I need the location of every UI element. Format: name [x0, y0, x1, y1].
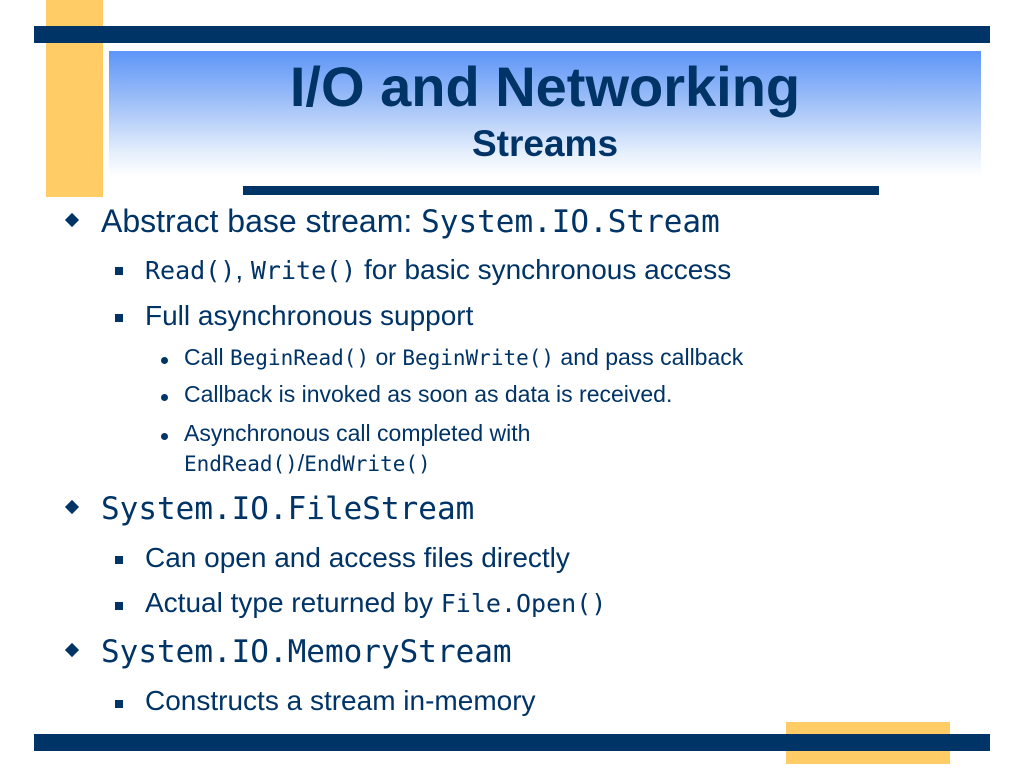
list-item-async-completed: Asynchronous call completed with [184, 418, 530, 448]
square-bullet-icon [115, 267, 123, 275]
list-item-filestream: System.IO.FileStream [101, 488, 474, 529]
code-text: EndRead() [184, 452, 298, 476]
bullet-text: Constructs a stream in-memory [145, 685, 536, 716]
dot-bullet-icon [161, 433, 168, 440]
square-bullet-icon [115, 602, 123, 610]
separator-text: , [235, 254, 251, 285]
list-item-async-completed-code: EndRead()/EndWrite() [184, 448, 431, 479]
code-text: File.Open() [440, 589, 607, 618]
bullet-text: for basic synchronous access [356, 254, 732, 285]
code-text: BeginRead() [230, 346, 370, 370]
code-text: Write() [250, 256, 357, 285]
list-item-callback: Callback is invoked as soon as data is r… [184, 379, 672, 409]
bullet-text: Full asynchronous support [145, 300, 474, 331]
bullet-text: Call [184, 344, 231, 370]
list-item-open-files: Can open and access files directly [145, 541, 570, 575]
code-text: Read() [145, 256, 236, 285]
list-item-memorystream: System.IO.MemoryStream [101, 631, 512, 672]
diamond-bullet-icon [64, 499, 80, 515]
list-item-abstract-stream: Abstract base stream: System.IO.Stream [101, 201, 720, 242]
square-bullet-icon [115, 700, 123, 708]
separator-text: / [297, 450, 305, 476]
top-navy-bar [34, 26, 990, 43]
square-bullet-icon [115, 556, 123, 564]
code-text: EndWrite() [304, 452, 431, 476]
bullet-text: Asynchronous call completed with [184, 420, 531, 446]
title-gradient-band [109, 51, 981, 177]
slide-subtitle: Streams [471, 123, 619, 164]
bottom-navy-bar [34, 734, 990, 751]
diamond-bullet-icon [64, 642, 80, 658]
bullet-text: Can open and access files directly [145, 542, 570, 573]
title-underline [243, 186, 879, 195]
code-text: System.IO.Stream [421, 204, 720, 240]
bullet-text: and pass callback [554, 344, 744, 370]
diamond-bullet-icon [64, 212, 80, 228]
bullet-text: Callback is invoked as soon as data is r… [184, 381, 673, 407]
list-item-async-support: Full asynchronous support [145, 299, 473, 333]
code-text: System.IO.FileStream [101, 491, 475, 527]
list-item-file-open: Actual type returned by File.Open() [145, 586, 606, 621]
square-bullet-icon [115, 314, 123, 322]
code-text: BeginWrite() [402, 346, 555, 370]
dot-bullet-icon [161, 357, 168, 364]
list-item-begin-calls: Call BeginRead() or BeginWrite() and pas… [184, 342, 743, 373]
bullet-text: Abstract base stream: [101, 203, 422, 239]
code-text: System.IO.MemoryStream [101, 634, 512, 670]
slide-title: I/O and Networking [289, 55, 801, 118]
list-item-read-write: Read(), Write() for basic synchronous ac… [145, 253, 731, 288]
bullet-text: or [369, 344, 403, 370]
list-item-in-memory: Constructs a stream in-memory [145, 684, 536, 718]
bullet-text: Actual type returned by [145, 587, 441, 618]
dot-bullet-icon [161, 394, 168, 401]
